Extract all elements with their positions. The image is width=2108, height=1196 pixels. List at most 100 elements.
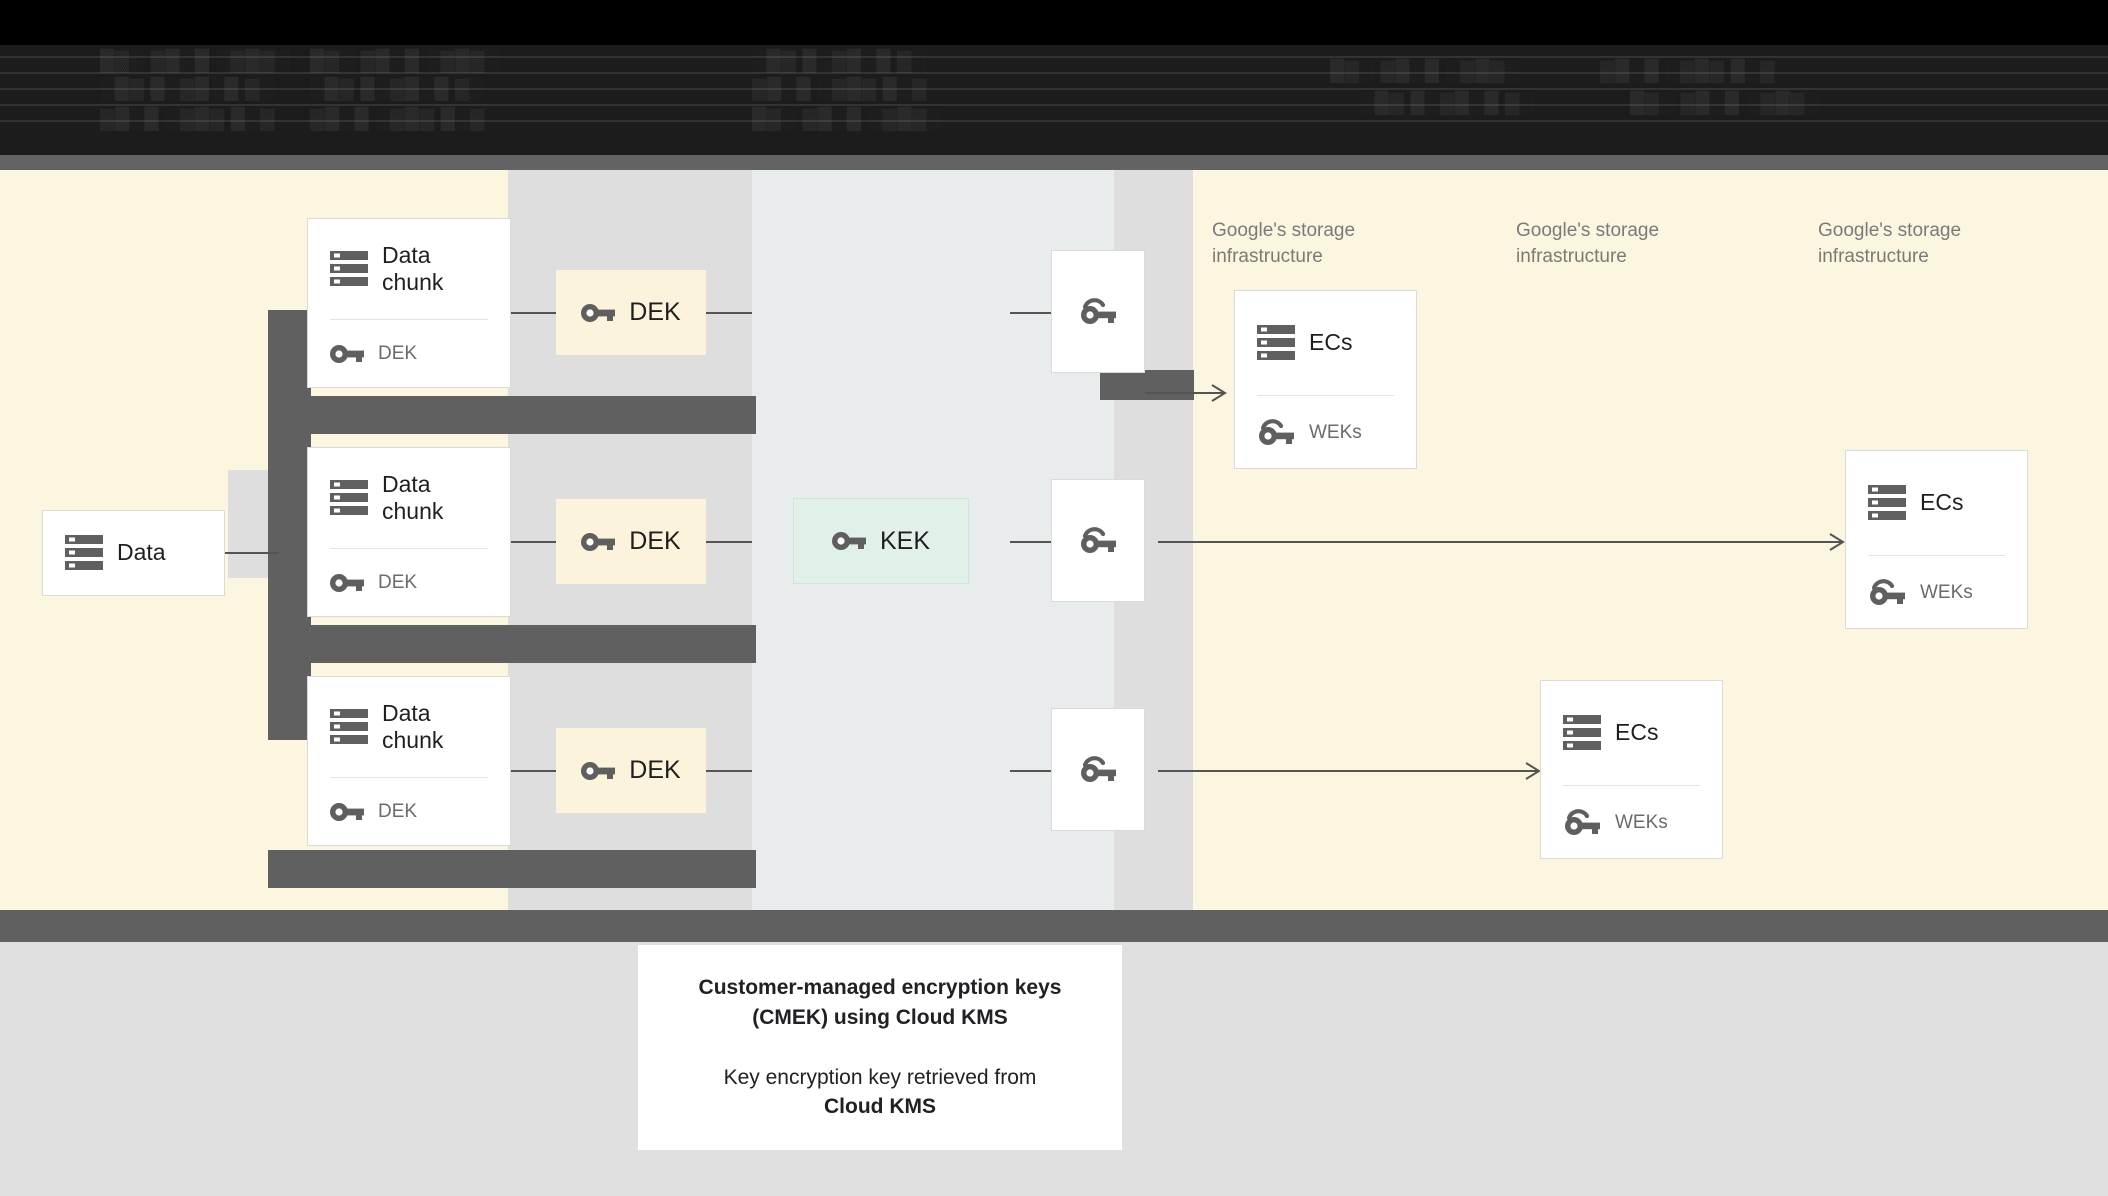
ecs-2-key-label: WEKs [1615,811,1668,833]
dek-chip-3[interactable]: DEK [556,728,706,813]
obscured-header-banner: █▓░ ▓█░█ ░▓█▓░ ░█▓ █░▓█░█ ▓░ ▓█░█ ░▓█▓ █… [0,0,2108,170]
kek-chip[interactable]: KEK [793,498,969,584]
storage-icon [330,249,368,289]
banner-ghost-text-3: ▓█░█ ░▓█▓ █░▓ [100,108,276,130]
key-icon [330,801,364,823]
key-icon [330,572,364,594]
ecs-3-header: ECs [1846,451,2027,555]
chunk-2-key-row: DEK [308,549,510,617]
chunk-2-divider [330,548,488,549]
key-icon [581,302,616,324]
fork-branch-bar-3 [268,850,756,888]
storage-icon [330,707,368,747]
line-chunk3-to-dek3 [511,770,556,772]
kek-chip-label: KEK [879,526,931,555]
storage-icon [1563,713,1601,753]
arrow-head-to-ecs-2 [1829,533,1845,551]
chunk-2-key-label: DEK [378,572,418,593]
storage-icon [330,478,368,518]
chunk-3-key-label: DEK [378,801,418,822]
line-data-to-fork [225,552,279,554]
line-to-wrapped-key-2 [1010,541,1051,543]
wrapped-key-icon [1563,808,1601,837]
banner-ghost-text-7: ░█▓ █░▓█░█ ▓░ [752,50,927,72]
ecs-3-key-label: WEKs [1920,581,1973,603]
storage-icon [1868,483,1906,523]
caption-block-2: Key encryption key retrieved from Cloud … [724,1063,1037,1123]
ecs-2-divider [1563,785,1700,786]
line-dek3-out [706,770,752,772]
ecs-card-2[interactable]: ECs WEKs [1540,680,1723,859]
line-chunk1-to-dek1 [511,312,556,314]
caption-line-1: Customer-managed encryption keys [698,975,1062,999]
chunk-1-key-label: DEK [378,343,418,364]
line-to-wrapped-key-1 [1010,312,1051,314]
banner-ghost-text-5: ░█▓ █░▓█░█ ▓░ [310,78,485,100]
caption-line-2: (CMEK) using Cloud KMS [752,1005,1008,1029]
arrow-line-to-ecs-2 [1158,541,1842,543]
arrow-line-to-ecs-1 [1145,392,1223,394]
dek-chip-1[interactable]: DEK [556,270,706,355]
caption-line-4: Cloud KMS [824,1095,936,1119]
fork-branch-bar-1 [268,396,756,434]
wrapped-key-icon [1257,418,1295,447]
banner-bottom-rule [0,155,2108,170]
wrapped-key-icon [1868,578,1906,607]
banner-scanline-2 [0,72,2108,74]
key-icon [581,531,616,553]
banner-scanline-4 [0,104,2108,106]
wrapped-key-connector-bar [1100,370,1194,400]
key-icon [831,530,866,552]
key-icon [581,760,616,782]
banner-scanline-5 [0,120,2108,122]
ecs-2-header: ECs [1541,681,1722,785]
banner-ghost-text-10: █▓░ ▓█░█ ░▓█▓░ [1330,60,1520,82]
wrapped-key-icon [1079,297,1117,326]
ecs-3-title: ECs [1920,489,1964,516]
chunk-1-divider [330,319,488,320]
ecs-1-header: ECs [1235,291,1416,395]
ecs-card-3[interactable]: ECs WEKs [1845,450,2028,629]
ecs-2-key-row: WEKs [1541,786,1722,859]
key-icon [330,343,364,365]
diagram-canvas: Data Data chunk DEK [0,170,2108,910]
banner-ghost-text-4: █▓░ ▓█░█ ░▓█▓░ [310,50,500,72]
fork-vertical-bar [268,310,311,740]
banner-strip [0,45,2108,155]
data-source-card[interactable]: Data [42,510,225,596]
infra-label-1: Google's storage infrastructure [1212,220,1356,267]
chunk-1-header: Data chunk [308,219,510,319]
canvas-bottom-rule [0,910,2108,942]
dek-chip-2-label: DEK [629,527,681,555]
wrapped-key-box-1[interactable] [1051,250,1145,373]
ecs-card-1[interactable]: ECs WEKs [1234,290,1417,469]
banner-ghost-text-12: ░█▓ █░▓█░█ ▓░ [1360,92,1535,114]
chunk-3-divider [330,777,488,778]
arrow-head-to-ecs-3 [1525,762,1541,780]
wrapped-key-box-2[interactable] [1051,479,1145,602]
ecs-3-key-row: WEKs [1846,556,2027,629]
banner-scanline-3 [0,88,2108,90]
chunk-2-title: Data chunk [382,470,444,524]
line-dek1-out [706,312,752,314]
ecs-1-divider [1257,395,1394,396]
data-chunk-card-1[interactable]: Data chunk DEK [307,218,511,388]
data-chunk-card-3[interactable]: Data chunk DEK [307,676,511,846]
ecs-1-title: ECs [1309,329,1353,356]
data-source-row: Data [43,533,224,573]
arrow-line-to-ecs-3 [1158,770,1538,772]
infra-label-3: Google's storage infrastructure [1818,220,1962,267]
banner-ghost-text-13: █▓░ ▓█░█ ░▓█▓░ [1630,92,1820,114]
wrapped-key-box-3[interactable] [1051,708,1145,831]
chunk-1-title: Data chunk [382,241,444,295]
data-chunk-card-2[interactable]: Data chunk DEK [307,447,511,617]
ecs-3-divider [1868,555,2005,556]
line-chunk2-to-dek2 [511,541,556,543]
dek-chip-1-label: DEK [629,298,681,326]
line-to-wrapped-key-3 [1010,770,1051,772]
dek-chip-3-label: DEK [629,756,681,784]
caption-block-1: Customer-managed encryption keys (CMEK) … [699,973,1062,1033]
dek-chip-2[interactable]: DEK [556,499,706,584]
banner-ghost-text-8: ▓█░█ ░▓█▓ █░▓ [752,78,928,100]
